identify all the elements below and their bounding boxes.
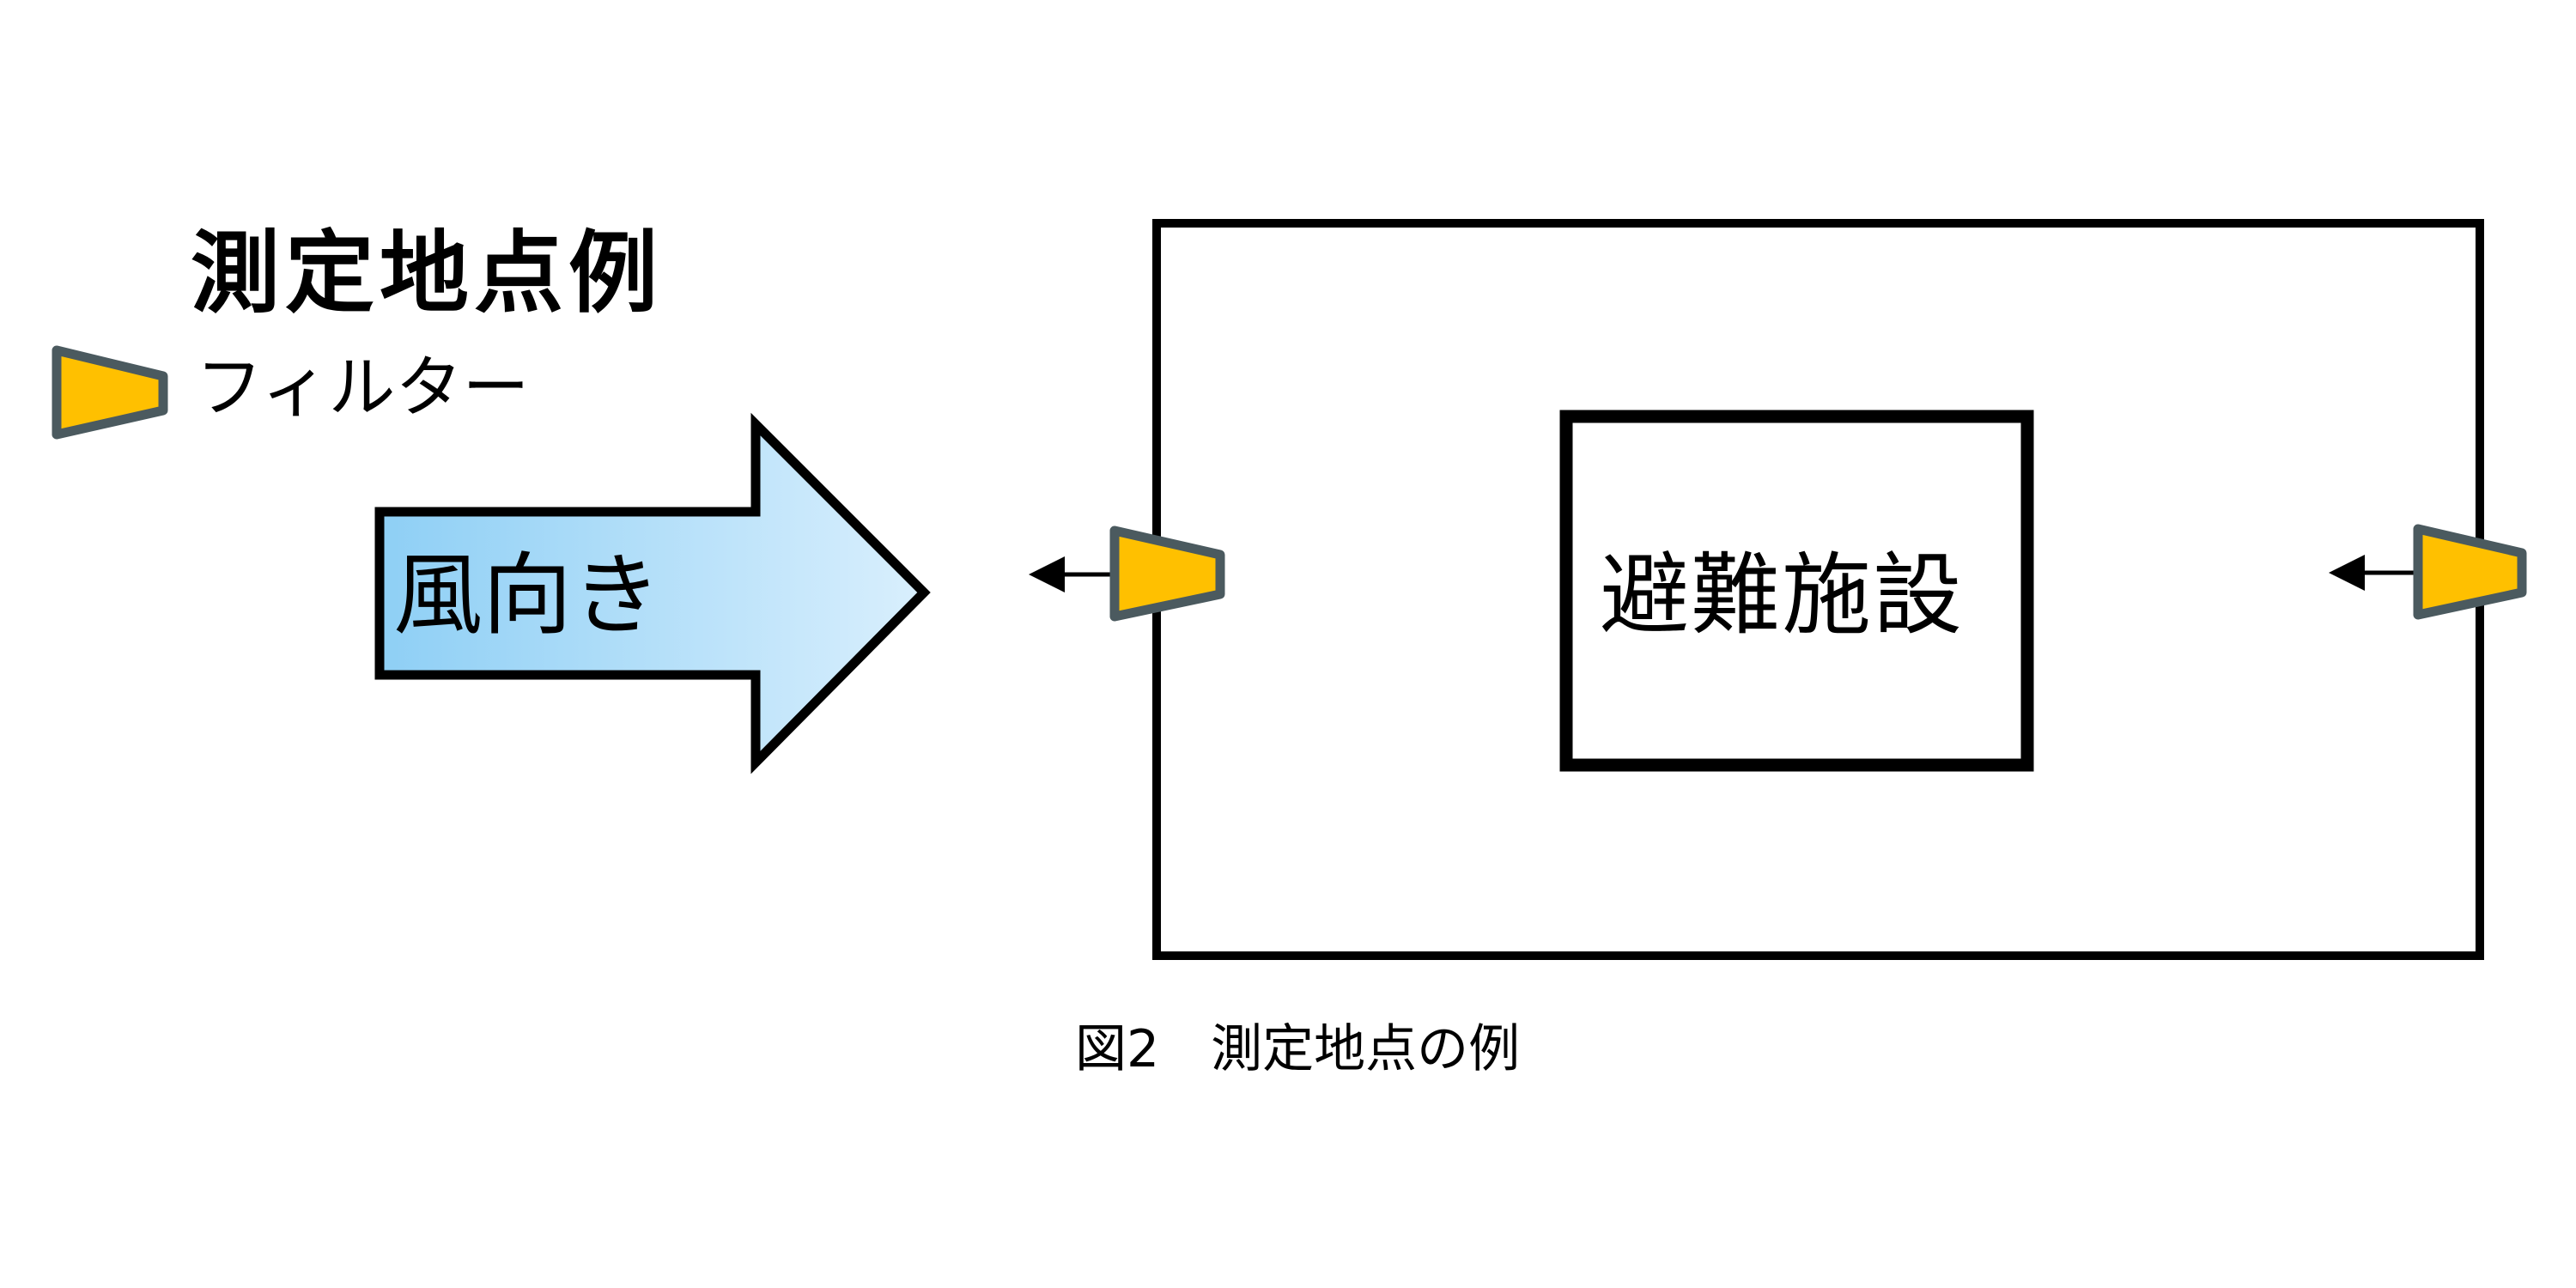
right-filter <box>2329 524 2527 620</box>
evacuation-facility-box <box>1559 410 2034 772</box>
legend-filter-icon <box>52 345 168 440</box>
evacuation-facility-label: 避難施設 <box>1600 543 1965 647</box>
legend-item-filter-label: フィルター <box>196 349 530 427</box>
left-filter <box>1029 526 1225 622</box>
figure-caption: 図2 測定地点の例 <box>1075 1019 1521 1079</box>
filter-icon <box>2413 524 2527 620</box>
wind-direction-label: 風向き <box>393 543 662 647</box>
airflow-arrowhead-icon <box>2329 555 2365 591</box>
wind-direction-arrow-icon <box>374 412 931 775</box>
legend-title: 測定地点例 <box>191 221 664 325</box>
airflow-arrowhead-icon <box>1029 556 1065 592</box>
filter-icon <box>1109 526 1225 622</box>
